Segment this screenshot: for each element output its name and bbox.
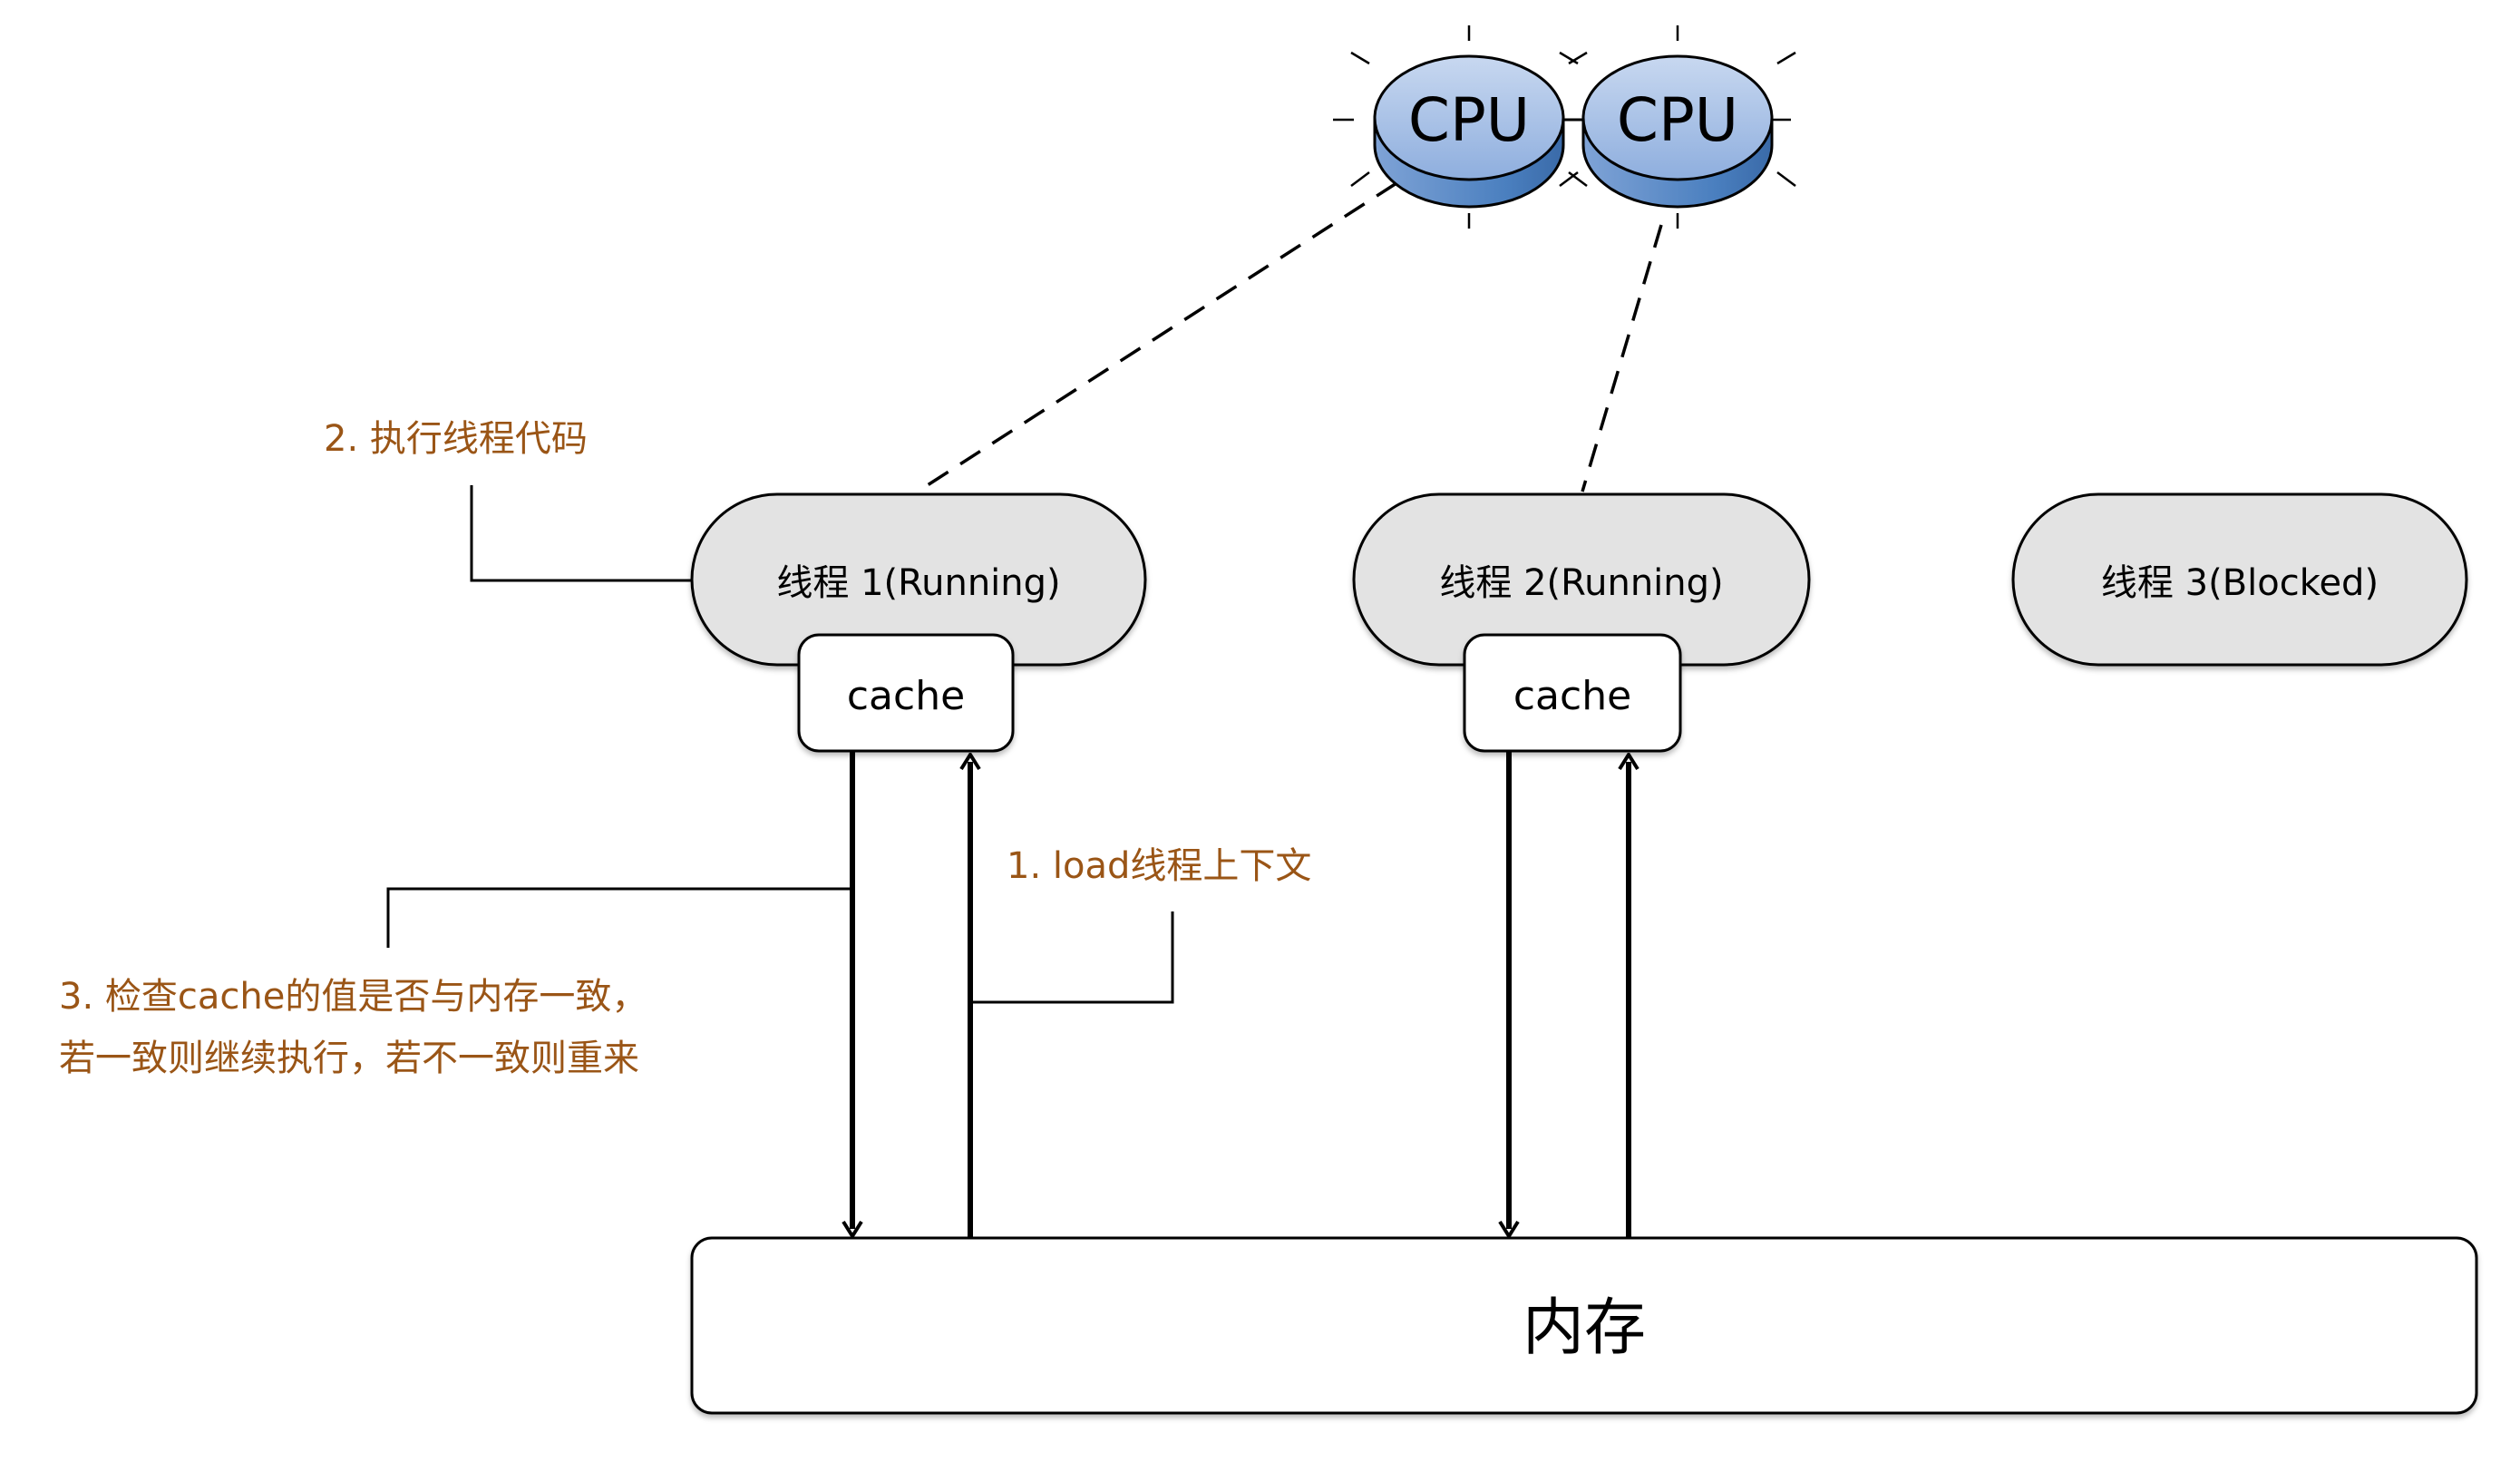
cpu-icon xyxy=(1559,25,1796,229)
cache-2-label: cache xyxy=(1513,673,1631,719)
cpu2-thread2-link xyxy=(1581,224,1663,492)
step2-leader-line xyxy=(470,485,692,582)
cpu-label: CPU xyxy=(1617,85,1738,155)
thread-3-label: 线程 3(Blocked) xyxy=(2101,562,2379,604)
step1-annotation: 1. load线程上下文 xyxy=(1007,845,1311,887)
memory-label: 内存 xyxy=(1523,1292,1646,1364)
memory-block xyxy=(690,1236,2478,1415)
step3-annotation-line2: 若一致则继续执行，若不一致则重来 xyxy=(59,1038,639,1079)
step3-leader-line xyxy=(386,887,852,948)
step2-annotation: 2. 执行线程代码 xyxy=(324,418,588,460)
cpu-2: CPU xyxy=(1559,25,1796,229)
cache-2 xyxy=(1463,633,1682,753)
cpu-1: CPU xyxy=(1333,25,1588,229)
step1-leader-line xyxy=(970,911,1174,1004)
cpu1-thread1-link xyxy=(919,181,1397,492)
cpu-label: CPU xyxy=(1408,85,1530,155)
thread-1-label: 线程 1(Running) xyxy=(776,562,1060,604)
cpu-icon xyxy=(1333,25,1588,229)
cache-1-label: cache xyxy=(847,673,965,719)
thread-3 xyxy=(2011,492,2468,667)
step3-annotation-line1: 3. 检查cache的值是否与内存一致， xyxy=(59,976,647,1018)
thread-2-label: 线程 2(Running) xyxy=(1439,562,1723,604)
cache-1 xyxy=(797,633,1015,753)
